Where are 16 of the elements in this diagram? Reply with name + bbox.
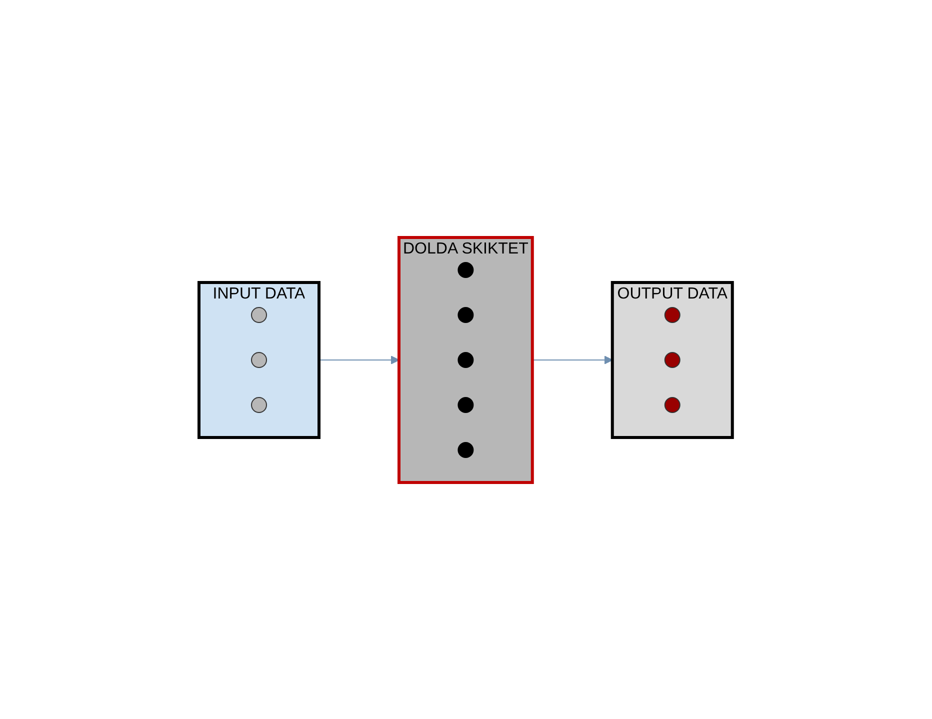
node-circle [458,306,474,322]
node-circle [251,306,268,322]
cluster: INPUT DATA [198,280,321,438]
node-circle [458,352,474,368]
node-circle [458,262,474,278]
arrow [318,355,400,364]
node-circle [458,396,474,412]
node-circle [664,352,681,368]
cluster: OUTPUT DATA [611,280,734,438]
node-circle [251,396,268,412]
cluster: DOLDA SKIKTET [398,236,534,484]
arrow [532,355,614,364]
node-circle [664,396,681,412]
node-circle [664,306,681,322]
node-circle [458,442,474,458]
node-circle [251,352,268,368]
